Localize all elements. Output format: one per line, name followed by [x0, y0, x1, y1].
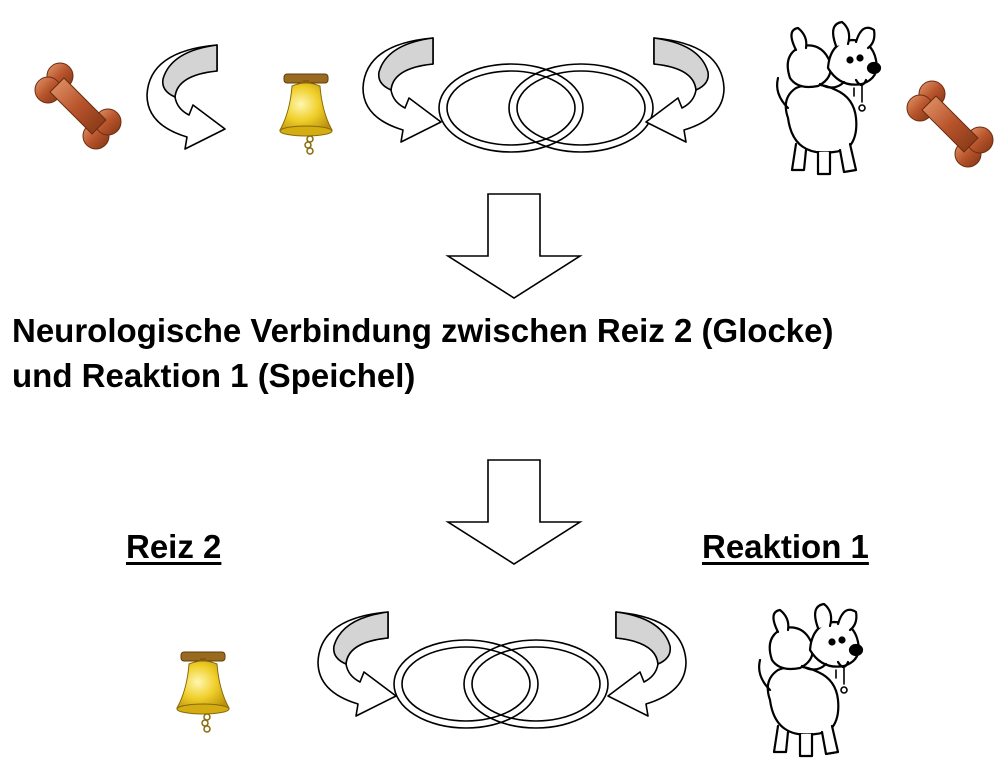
bone-icon-top-left — [34, 62, 122, 150]
curved-arrow-left-1 — [646, 38, 724, 142]
main-caption-line-2: und Reaktion 1 (Speichel) — [12, 357, 416, 394]
bone-icon-top-right — [906, 80, 994, 168]
bell-icon-bottom — [176, 651, 230, 733]
curved-arrow-right-2 — [362, 37, 442, 143]
curved-arrow-left-2 — [608, 612, 686, 716]
interlocking-rings-bottom — [393, 639, 609, 729]
curved-arrow-right-3 — [317, 611, 397, 717]
curved-arrow-right-1 — [146, 44, 226, 150]
interlocking-rings-top — [438, 63, 654, 153]
main-caption-line-1: Neurologische Verbindung zwischen Reiz 2… — [12, 312, 834, 349]
salivating-dog-icon-bottom — [758, 602, 864, 758]
down-arrow-1 — [447, 193, 581, 299]
bell-icon-top — [279, 73, 333, 155]
label-reaktion-1: Reaktion 1 — [702, 528, 869, 565]
down-arrow-2 — [447, 459, 581, 565]
main-caption: Neurologische Verbindung zwischen Reiz 2… — [12, 308, 834, 398]
label-reiz-2: Reiz 2 — [126, 528, 222, 565]
salivating-dog-icon-top — [776, 20, 882, 176]
